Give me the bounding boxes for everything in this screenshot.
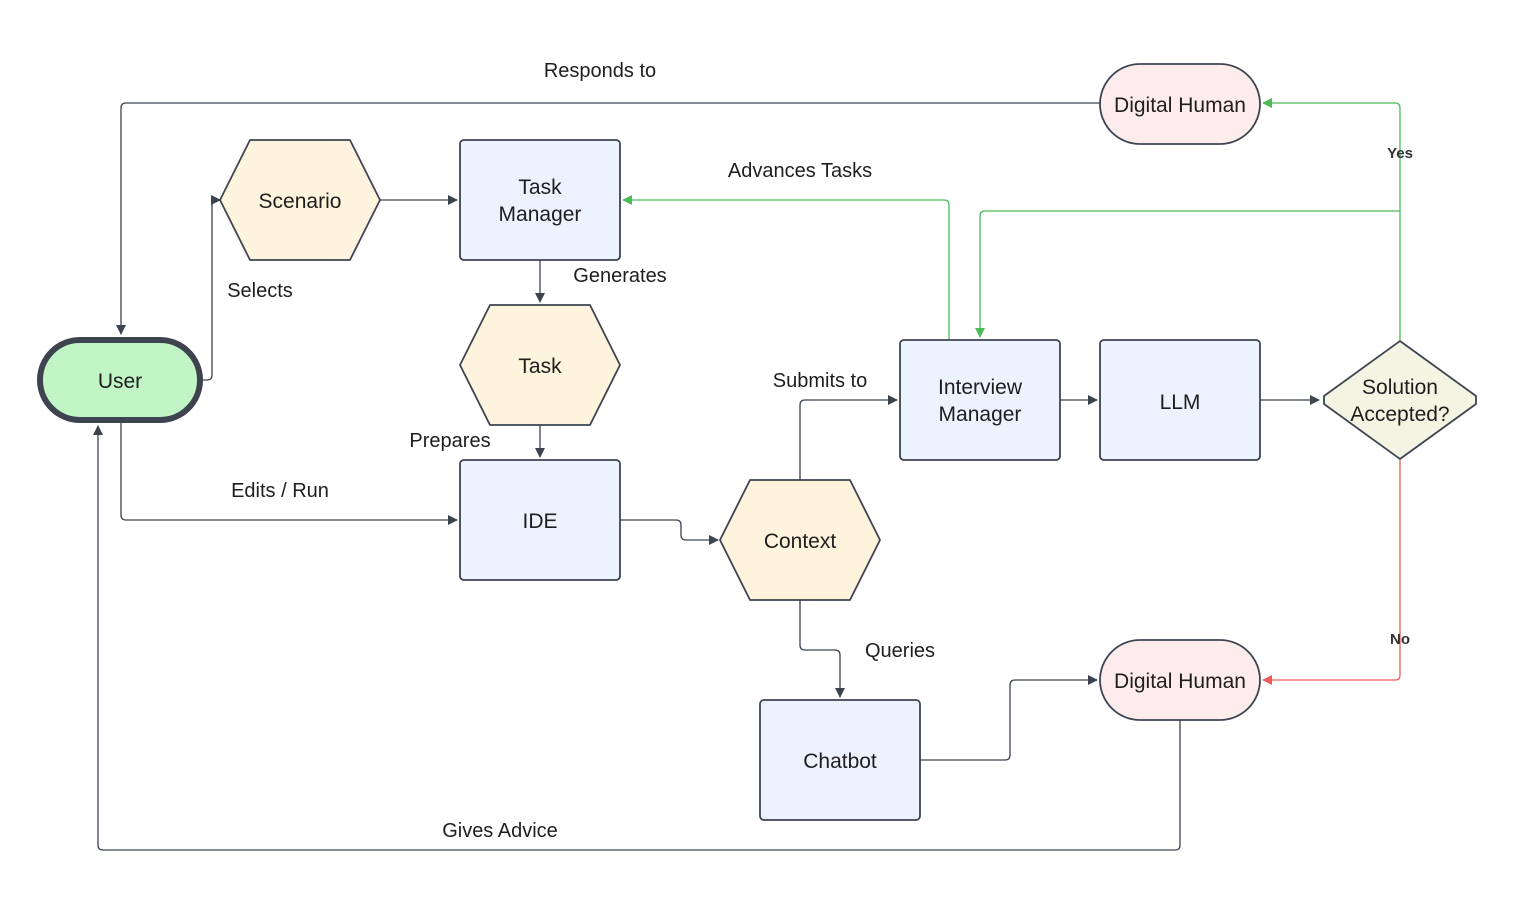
node-context[interactable]: Context [719,479,881,601]
node-user-label: User [98,370,142,393]
node-task-manager-label-line2: Manager [499,203,582,226]
node-scenario-label: Scenario [259,190,342,213]
node-task-manager-label-line1: Task [518,176,562,199]
node-solution-accepted[interactable]: Solution Accepted? [1323,340,1477,460]
node-ide[interactable]: IDE [459,459,621,581]
edge-gives-advice [93,425,1181,851]
edge-labels: Responds to Selects Advances Tasks Gener… [227,60,1413,842]
edge-submits-to [799,395,898,480]
node-digital-human-bottom[interactable]: Digital Human [1099,639,1261,721]
edge-yes-to-interview-manager [975,210,1400,338]
node-interview-manager-label-line1: Interview [938,376,1023,399]
node-user[interactable]: User [37,337,203,423]
edges [93,98,1401,851]
label-submits-to: Submits to [773,370,867,392]
nodes: User Scenario Task Manager Task IDE Cont… [37,63,1477,821]
node-llm[interactable]: LLM [1099,339,1261,461]
node-interview-manager[interactable]: Interview Manager [899,339,1061,461]
node-solution-accepted-label-line2: Accepted? [1350,403,1449,426]
node-solution-accepted-label-line1: Solution [1362,376,1438,399]
node-scenario[interactable]: Scenario [219,139,381,261]
node-ide-label: IDE [522,510,557,533]
label-selects: Selects [227,280,293,302]
node-task[interactable]: Task [459,304,621,426]
node-llm-label: LLM [1160,391,1201,414]
edge-yes-to-digital-human [1262,98,1401,340]
edge-chatbot-to-digital-human [920,675,1098,761]
edge-no-to-digital-human [1262,460,1401,685]
edge-responds-to [116,102,1100,335]
node-chatbot-label: Chatbot [803,750,877,773]
node-chatbot[interactable]: Chatbot [759,699,921,821]
node-context-label: Context [764,530,837,553]
edge-edits-run [120,423,458,525]
node-digital-human-bottom-label: Digital Human [1114,670,1246,693]
label-prepares: Prepares [409,430,490,452]
node-interview-manager-label-line2: Manager [939,403,1022,426]
label-queries: Queries [865,640,935,662]
label-yes: Yes [1387,145,1413,162]
label-responds-to: Responds to [544,60,656,82]
edge-selects [203,195,221,381]
label-no: No [1390,631,1410,648]
label-gives-advice: Gives Advice [442,820,558,842]
node-task-label: Task [518,355,562,378]
label-advances-tasks: Advances Tasks [728,160,872,182]
node-task-manager[interactable]: Task Manager [459,139,621,261]
edge-ide-to-context [620,519,719,545]
label-generates: Generates [573,265,666,287]
node-digital-human-top[interactable]: Digital Human [1099,63,1261,145]
label-edits-run: Edits / Run [231,480,329,502]
node-digital-human-top-label: Digital Human [1114,94,1246,117]
edge-advances-tasks [622,195,950,340]
edge-queries [799,600,845,698]
